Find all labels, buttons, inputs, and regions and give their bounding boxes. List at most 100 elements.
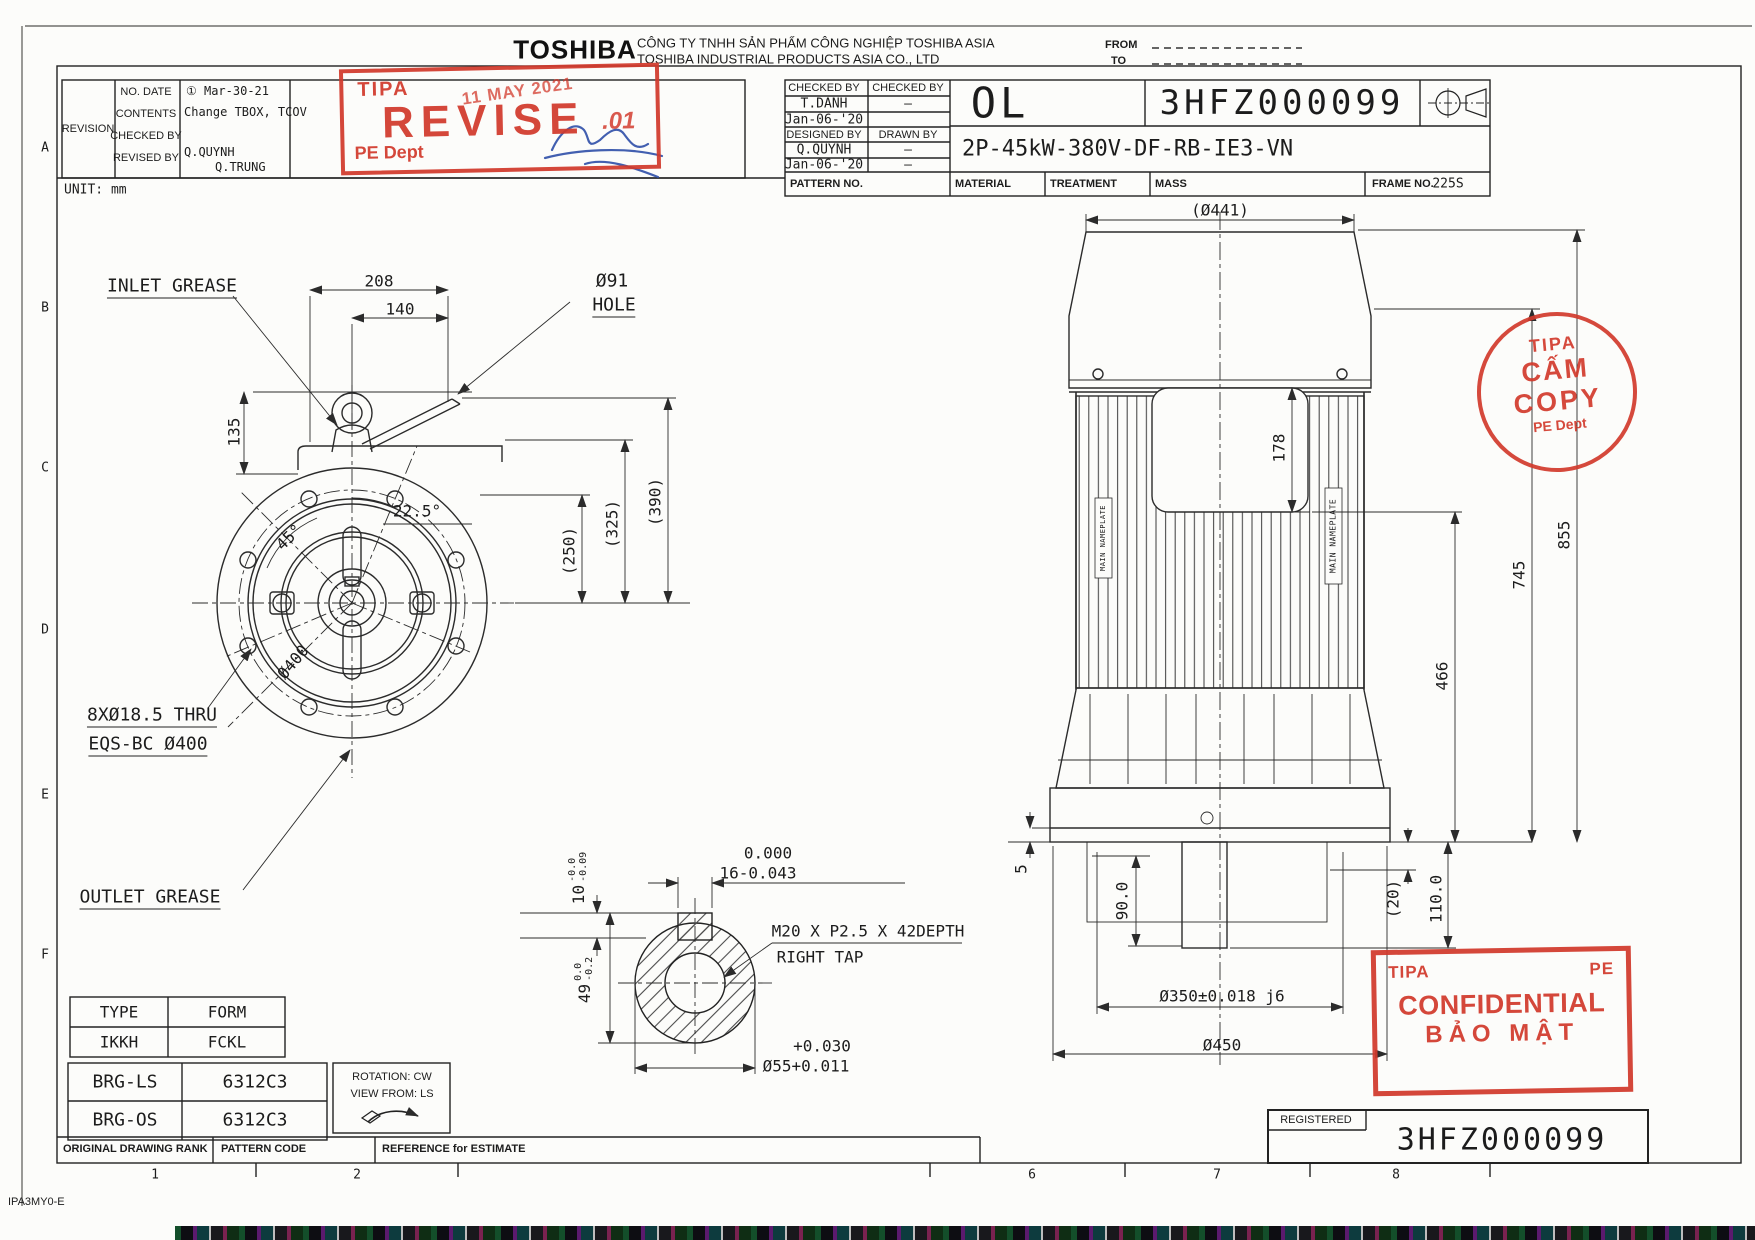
material-label: MATERIAL — [955, 178, 1012, 190]
frame-no-label: FRAME NO. — [1372, 178, 1434, 190]
dim-325: (325) — [602, 499, 622, 549]
front-view-centerlines — [192, 385, 514, 778]
dim-key-depth-tol: 0.0 -0.2 — [573, 956, 595, 981]
part-name: 2P-45kW-380V-DF-RB-IE3-VN — [962, 136, 1294, 162]
from-to-lines — [1152, 47, 1302, 65]
rank-label: ORIGINAL DRAWING RANK — [63, 1143, 208, 1155]
registered-value: 3HFZ000099 — [1396, 1122, 1608, 1158]
revision-row-label: REVISED BY — [112, 152, 180, 164]
dim-855: 855 — [1554, 520, 1574, 550]
dim-key-width-tol: 0.000 — [743, 843, 793, 863]
dim-90: 90.0 — [1112, 881, 1132, 921]
holes-note-line1: 8XØ18.5 THRU — [86, 704, 218, 728]
company-name-vi: CÔNG TY TNHH SẢN PHẨM CÔNG NGHIỆP TOSHIB… — [637, 35, 995, 51]
scan-noise-strip — [175, 1226, 1755, 1240]
dim-390: (390) — [645, 477, 665, 527]
type-value: IKKH — [99, 1032, 139, 1052]
checked-date: Jan-06-'20 — [784, 112, 864, 128]
form-value: FCKL — [207, 1032, 247, 1052]
shaft-detail-dims — [520, 877, 962, 1074]
dim-135: 135 — [224, 417, 244, 447]
treatment-label: TREATMENT — [1050, 178, 1118, 190]
tap-note-line1: M20 X P2.5 X 42DEPTH — [771, 921, 965, 941]
front-view-dims — [207, 285, 690, 891]
revise-stamp-text: REVISE — [381, 94, 586, 148]
frame-no-value: 225S — [1432, 176, 1464, 192]
type-label: TYPE — [99, 1002, 139, 1022]
designed-by-label: DESIGNED BY — [786, 129, 862, 141]
dim-178: 178 — [1269, 433, 1289, 463]
revision-revised-by-2: Q.TRUNG — [215, 160, 266, 174]
revise-stamp: TIPA 11 MAY 2021 REVISE .01 PE Dept — [338, 62, 662, 176]
revision-contents: Change TBOX, TCOV — [184, 105, 307, 119]
toshiba-logo: TOSHIBA — [513, 34, 637, 65]
conf-stamp-line2: BẢO MẬT — [1424, 1018, 1580, 1049]
brg-ls-label: BRG-LS — [92, 1071, 158, 1093]
tap-note-line2: RIGHT TAP — [776, 947, 864, 967]
form-code: IPA3MY0-E — [8, 1196, 65, 1208]
dim-441: (Ø441) — [1191, 200, 1249, 220]
shaft-detail-centerlines — [618, 898, 772, 1058]
paper-edge-lines — [21, 25, 1752, 1206]
rotation-line2: VIEW FROM: LS — [350, 1088, 434, 1100]
rotation-arrow-icon — [360, 1107, 419, 1124]
front-view-object — [216, 392, 503, 739]
revision-row-label: NO. DATE — [120, 86, 172, 98]
revise-stamp-suffix: .01 — [601, 107, 636, 135]
outlet-grease-label: OUTLET GREASE — [79, 886, 221, 910]
dim-key-width: 16-0.043 — [719, 863, 797, 883]
drawn-by-label: DRAWN BY — [878, 129, 938, 141]
dim-450: Ø450 — [1202, 1035, 1242, 1055]
brg-os-label: BRG-OS — [92, 1109, 158, 1131]
checked-by-label-2: CHECKED BY — [872, 82, 944, 94]
holes-note-line2: EQS-BC Ø400 — [88, 733, 208, 757]
conf-stamp-dept: PE — [1589, 959, 1615, 979]
to-label: TO — [1111, 55, 1127, 67]
grid-number: 1 — [151, 1167, 159, 1183]
dim-466: 466 — [1432, 661, 1452, 691]
unit-label: UNIT: mm — [64, 182, 127, 198]
grid-number: 6 — [1028, 1167, 1036, 1183]
side-view-dims — [1008, 214, 1585, 1061]
drawing-number: 3HFZ000099 — [1159, 83, 1405, 123]
nameplate-right: MAIN NAMEPLATE — [1328, 498, 1338, 574]
dim-key-height: 10 -0.0 -0.09 — [567, 852, 589, 904]
dim-key-depth-value: 49 — [574, 983, 594, 1004]
revision-no-date: ① Mar-30-21 — [186, 84, 270, 98]
grid-letter: B — [41, 300, 49, 316]
registered-label: REGISTERED — [1280, 1114, 1352, 1126]
hole-word: HOLE — [592, 294, 636, 318]
grid-letter: C — [41, 460, 49, 476]
dim-208: 208 — [364, 271, 394, 291]
pattern-code-label: PATTERN CODE — [221, 1143, 307, 1155]
dim-250: (250) — [559, 526, 579, 576]
grid-number: 2 — [353, 1167, 361, 1183]
dim-110: 110.0 — [1426, 874, 1446, 924]
nameplate-left: MAIN NAMEPLATE — [1099, 504, 1107, 572]
reference-label: REFERENCE for ESTIMATE — [382, 1143, 526, 1155]
projection-symbol — [1428, 88, 1490, 118]
drawn-date: – — [904, 157, 912, 173]
inlet-grease-label: INLET GREASE — [106, 275, 238, 299]
dim-shaft-dia: Ø55+0.011 — [762, 1056, 850, 1076]
designed-by-value: Q.QUYNH — [796, 142, 852, 158]
checked-by-label: CHECKED BY — [788, 82, 860, 94]
grid-number: 8 — [1392, 1167, 1400, 1183]
signature-scribble — [543, 125, 664, 179]
revision-revised-by: Q.QUYNH — [184, 145, 235, 159]
rotation-line1: ROTATION: CW — [352, 1071, 432, 1083]
dim-140: 140 — [385, 299, 415, 319]
brg-os-value: 6312C3 — [222, 1109, 288, 1131]
pattern-no-label: PATTERN NO. — [790, 178, 863, 190]
grid-letter: F — [41, 947, 49, 963]
angle-22-5: 22.5° — [392, 501, 442, 521]
grid-number: 7 — [1213, 1167, 1221, 1183]
dim-key-depth: 49 0.0 -0.2 — [573, 957, 595, 1003]
company-name-en: TOSHIBA INDUSTRIAL PRODUCTS ASIA CO., LT… — [637, 51, 940, 67]
revision-title: REVISION — [61, 123, 115, 135]
revision-row-label: CHECKED BY — [110, 130, 182, 142]
drawn-by-value: – — [904, 142, 912, 158]
hole-diameter: Ø91 — [595, 270, 629, 292]
